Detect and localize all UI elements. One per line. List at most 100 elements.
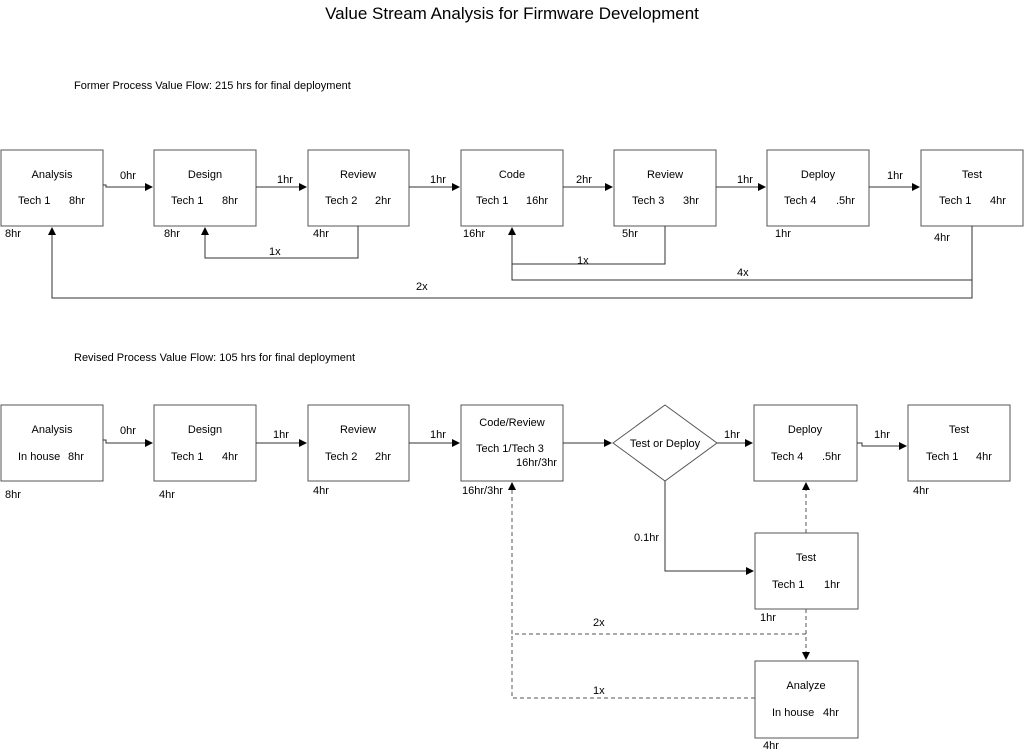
wait-label: 1hr (273, 429, 289, 441)
loop-label: 1x (577, 255, 589, 267)
step-name: Analysis (32, 169, 73, 181)
wait-label: 1hr (874, 429, 890, 441)
diagram-title: Value Stream Analysis for Firmware Devel… (325, 4, 699, 23)
step-who: Tech 1 (171, 195, 203, 207)
step-duration: 4hr (976, 451, 992, 463)
loop-test-to-analysis (48, 227, 973, 299)
step-name: Analysis (32, 424, 73, 436)
step-duration: 16hr/3hr (516, 457, 557, 469)
step-who: Tech 2 (325, 451, 357, 463)
step-name: Design (188, 169, 222, 181)
wait-label: 2hr (576, 174, 592, 186)
step-total: 4hr (934, 232, 950, 244)
wait-label: 1hr (737, 174, 753, 186)
step-who: Tech 3 (632, 195, 664, 207)
loop-label: 2x (416, 281, 428, 293)
step-name: Test (949, 424, 969, 436)
wait-label: 1hr (724, 429, 740, 441)
wait-label: 1hr (430, 429, 446, 441)
step-total: 5hr (622, 228, 638, 240)
step-duration: 4hr (823, 707, 839, 719)
step-duration: 4hr (990, 195, 1006, 207)
revised-connector (103, 439, 153, 447)
wait-label: 0.1hr (634, 532, 659, 544)
step-duration: 8hr (222, 195, 238, 207)
revised-step-analyze: Analyze In house 4hr (754, 660, 859, 739)
step-total: 8hr (5, 489, 21, 501)
revised-step-test-mid: Test Tech 1 1hr (754, 532, 859, 610)
step-duration: 8hr (69, 195, 85, 207)
loop-label: 1x (593, 685, 605, 697)
step-duration: 16hr (526, 195, 548, 207)
wait-label: 1hr (887, 170, 903, 182)
step-who: Tech 4 (784, 195, 816, 207)
former-step-analysis: Analysis Tech 1 8hr (0, 149, 104, 227)
loop-label: 2x (593, 617, 605, 629)
step-who: Tech 1 (18, 195, 50, 207)
step-duration: 1hr (824, 579, 840, 591)
revised-step-review: Review Tech 2 2hr (307, 404, 410, 482)
former-step-review-1: Review Tech 2 2hr (307, 149, 410, 227)
former-connector (103, 183, 153, 191)
wait-label: 0hr (120, 170, 136, 182)
step-total: 1hr (760, 612, 776, 624)
step-name: Deploy (788, 424, 823, 436)
step-total: 4hr (313, 228, 329, 240)
wait-label: 1hr (277, 174, 293, 186)
step-name: Review (340, 424, 376, 436)
step-total: 1hr (775, 228, 791, 240)
former-step-test: Test Tech 1 4hr (920, 149, 1024, 227)
loop-test-to-code (508, 482, 806, 635)
step-total: 4hr (913, 485, 929, 497)
step-total: 8hr (164, 228, 180, 240)
step-name: Review (340, 169, 376, 181)
revised-heading: Revised Process Value Flow: 105 hrs for … (74, 352, 355, 364)
step-name: Code (499, 169, 525, 181)
step-who: In house (772, 707, 814, 719)
loop-test-to-code (511, 226, 973, 281)
loop-label: 4x (737, 267, 749, 279)
step-duration: 3hr (683, 195, 699, 207)
revised-step-test-final: Test Tech 1 4hr (907, 404, 1011, 482)
step-who: Tech 1 (171, 451, 203, 463)
step-who: Tech 1 (772, 579, 804, 591)
step-name: Deploy (801, 169, 836, 181)
revised-decision: Test or Deploy (612, 404, 718, 482)
step-name: Test (962, 169, 982, 181)
step-name: Review (647, 169, 683, 181)
step-who: Tech 4 (771, 451, 803, 463)
step-total: 4hr (159, 489, 175, 501)
revised-connector-decision-test (664, 481, 754, 575)
step-total: 8hr (5, 228, 21, 240)
step-total: 16hr/3hr (462, 485, 503, 497)
step-name: Analyze (786, 680, 825, 692)
step-duration: .5hr (836, 195, 855, 207)
revised-step-analysis: Analysis In house 8hr (0, 404, 104, 482)
step-who: Tech 1 (926, 451, 958, 463)
step-total: 4hr (763, 740, 779, 752)
step-duration: 8hr (68, 451, 84, 463)
revised-step-deploy: Deploy Tech 4 .5hr (753, 404, 858, 482)
former-step-deploy: Deploy Tech 4 .5hr (766, 149, 870, 227)
wait-label: 0hr (120, 425, 136, 437)
step-name: Design (188, 424, 222, 436)
wait-label: 1hr (430, 174, 446, 186)
step-name: Test (796, 552, 816, 564)
step-duration: 2hr (375, 195, 391, 207)
step-who: Tech 1 (939, 195, 971, 207)
step-who: Tech 1 (476, 195, 508, 207)
revised-step-design: Design Tech 1 4hr (153, 404, 257, 482)
step-who: Tech 2 (325, 195, 357, 207)
step-total: 16hr (463, 228, 485, 240)
revised-connector (857, 442, 907, 450)
step-name: Code/Review (479, 417, 544, 429)
former-step-review-2: Review Tech 3 3hr (613, 149, 717, 227)
step-duration: 2hr (375, 451, 391, 463)
former-step-design: Design Tech 1 8hr (153, 149, 257, 227)
loop-label: 1x (269, 246, 281, 258)
step-who: Tech 1/Tech 3 (476, 443, 544, 455)
loop-analyze-to-code (511, 634, 755, 699)
step-who: In house (18, 451, 60, 463)
step-total: 4hr (313, 485, 329, 497)
